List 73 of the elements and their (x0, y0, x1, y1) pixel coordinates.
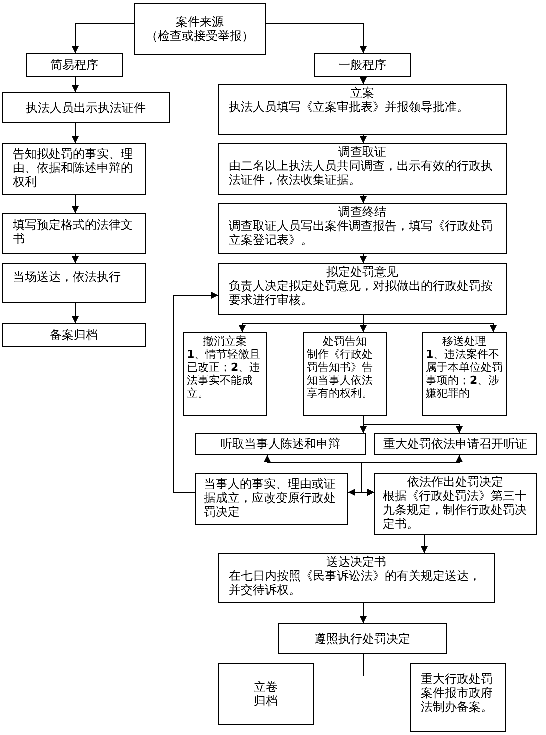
arrow (266, 23, 367, 54)
process-box (303, 332, 387, 416)
arrow (360, 603, 367, 624)
arrow (363, 416, 463, 434)
step-heading: 拟定处罚意见 (326, 265, 398, 279)
step-heading: 送达决定书 (326, 555, 386, 569)
step-text: 制作《行政处罚告知书》告知当事人依法享有的权利。 (307, 348, 374, 400)
process-box (410, 663, 506, 732)
process-box (26, 53, 123, 77)
step-heading: 调查取证 (338, 145, 386, 159)
process-box (134, 3, 266, 55)
step-text: 由二名以上执法人员共同调查，出示有效的行政执法证件，依法收集证据。 (229, 159, 494, 187)
step-label: 告知拟处罚的事实、理由、依据和陈述申辩的权利 (13, 147, 134, 189)
step-heading: 调查终结 (338, 205, 386, 219)
arrow (72, 195, 79, 214)
step-label: 备案归档 (50, 328, 98, 342)
arrow (360, 77, 367, 85)
arrow (363, 315, 497, 333)
process-box (218, 203, 507, 254)
arrow (72, 123, 79, 144)
arrow (72, 254, 79, 264)
step-label: 重大行政处罚案件报市政府法制办备案。 (421, 672, 494, 714)
process-box (2, 213, 146, 254)
step-label: 当事人的事实、理由或证据成立，应改变原行政处罚决定 (204, 477, 337, 519)
process-box (218, 663, 314, 725)
arrow (421, 535, 428, 554)
arrow (72, 303, 79, 324)
step-text: 负责人决定拟定处罚意见，对拟做出的行政处罚按要求进行审核。 (229, 279, 494, 307)
process-box (2, 92, 170, 123)
process-box (218, 84, 507, 135)
step-label: 遵照执行处罚决定 (314, 632, 410, 646)
process-box (195, 433, 366, 455)
process-box (422, 332, 507, 416)
step-text: 1、情节轻微且已改正；2、违法事实不能成立。 (187, 348, 262, 400)
step-text: 执法人员填写《立案审批表》并报领导批准。 (229, 100, 469, 114)
step-heading: 依法作出处罚决定 (408, 475, 504, 489)
step-label: 听取当事人陈述和申辩 (220, 437, 340, 451)
process-box (218, 143, 507, 195)
step-label: 立卷归档 (254, 680, 278, 708)
arrow (72, 23, 135, 54)
process-box (195, 473, 348, 525)
step-heading: 移送处理 (442, 335, 486, 348)
process-box (218, 553, 495, 603)
process-box (374, 433, 537, 455)
step-label: 简易程序 (50, 58, 98, 72)
process-box (2, 263, 146, 303)
step-label: 当场送达，依法执行 (13, 270, 121, 284)
arrow (173, 292, 219, 493)
arrow (72, 77, 79, 93)
step-heading: 案件来源 (176, 15, 224, 29)
step-text: （检查或接受举报） (146, 29, 254, 43)
step-text: 调查取证人员写出案件调查报告，填写《行政处罚立案登记表》。 (229, 219, 494, 247)
process-box (183, 332, 267, 416)
step-heading: 撤消立案 (203, 335, 247, 348)
step-label: 重大处罚依法申请召开听证 (384, 437, 528, 451)
step-heading: 处罚告知 (323, 335, 367, 348)
step-label: 一般程序 (338, 58, 386, 72)
step-text: 在七日内按照《民事诉讼法》的有关规定送达，并交待诉权。 (229, 569, 482, 597)
step-text: 1、违法案件不属于本单位处罚事项的；2、涉嫌犯罪的 (426, 348, 503, 400)
arrow (360, 195, 367, 204)
arrow (360, 254, 367, 264)
process-box (2, 323, 146, 347)
process-box (2, 143, 146, 195)
arrow (360, 135, 367, 144)
step-text: 根据《行政处罚法》第三十九条规定，制作行政处罚决定书。 (383, 489, 528, 531)
connector-line (363, 654, 364, 677)
process-box (374, 473, 537, 535)
process-box (314, 53, 411, 77)
process-box (278, 623, 447, 654)
step-heading: 立案 (350, 86, 374, 100)
process-box (218, 263, 507, 315)
step-label: 填写预定格式的法律文书 (13, 218, 134, 246)
step-label: 执法人员出示执法证件 (26, 100, 146, 114)
